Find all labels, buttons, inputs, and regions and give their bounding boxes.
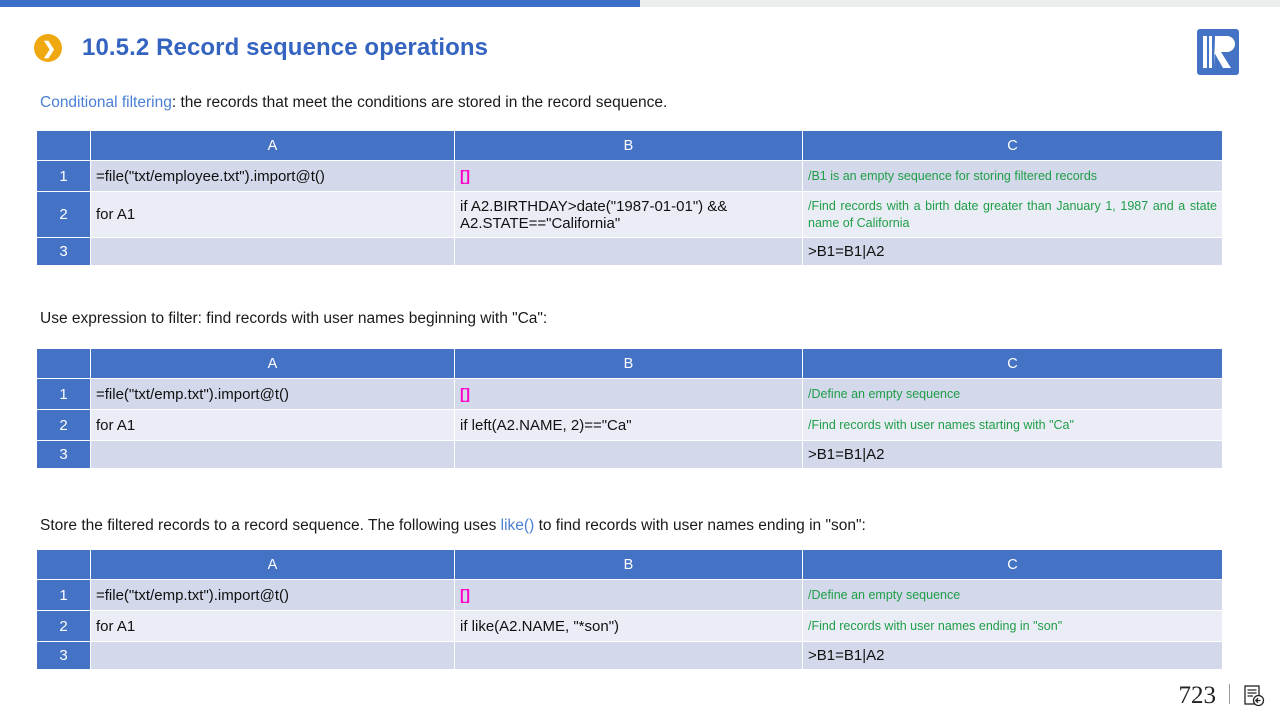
empty-sequence-literal: []: [460, 167, 470, 185]
table-header-row: A B C: [36, 549, 1223, 580]
table-header-row: A B C: [36, 348, 1223, 379]
cell-c1[interactable]: /Define an empty sequence: [802, 579, 1223, 611]
comment-text: /Find records with user names starting w…: [808, 417, 1074, 432]
row-number: 3: [36, 237, 91, 266]
table-header-row: A B C: [36, 130, 1223, 161]
footer-divider: [1229, 684, 1230, 704]
column-header-b: B: [454, 549, 803, 580]
cell-c1[interactable]: /B1 is an empty sequence for storing fil…: [802, 160, 1223, 192]
comment-text: /B1 is an empty sequence for storing fil…: [808, 168, 1098, 183]
chevron-right-icon: ❯: [34, 34, 62, 62]
table-row: 1 =file("txt/emp.txt").import@t() [] /De…: [36, 579, 1223, 611]
page-number: 723: [1178, 682, 1217, 709]
paragraph-like-filter: Store the filtered records to a record s…: [40, 517, 866, 535]
row-number: 2: [36, 191, 91, 238]
column-header-a: A: [90, 348, 455, 379]
cell-c3[interactable]: >B1=B1|A2: [802, 237, 1223, 266]
cell-c3[interactable]: >B1=B1|A2: [802, 440, 1223, 469]
column-header-a: A: [90, 130, 455, 161]
cell-c2[interactable]: /Find records with user names starting w…: [802, 409, 1223, 441]
table-conditional-filtering: A B C 1 =file("txt/employee.txt").import…: [36, 130, 1223, 266]
table-row: 2 for A1 if like(A2.NAME, "*son") /Find …: [36, 610, 1223, 642]
row-number: 2: [36, 610, 91, 642]
column-header-c: C: [802, 130, 1223, 161]
slide-header: ❯ 10.5.2 Record sequence operations: [34, 34, 488, 62]
cell-b2[interactable]: if A2.BIRTHDAY>date("1987-01-01") && A2.…: [454, 191, 803, 238]
company-logo-icon: [1196, 28, 1240, 76]
comment-text: /Find records with user names ending in …: [808, 618, 1063, 633]
cell-b1[interactable]: []: [454, 378, 803, 410]
cell-a3[interactable]: [90, 641, 455, 670]
table-expression-filter: A B C 1 =file("txt/emp.txt").import@t() …: [36, 348, 1223, 469]
column-header-corner: [36, 348, 91, 379]
column-header-a: A: [90, 549, 455, 580]
cell-a3[interactable]: [90, 440, 455, 469]
paragraph-expression-filter: Use expression to filter: find records w…: [40, 310, 548, 327]
cell-b2[interactable]: if like(A2.NAME, "*son"): [454, 610, 803, 642]
cell-b3[interactable]: [454, 641, 803, 670]
cell-a1[interactable]: =file("txt/employee.txt").import@t(): [90, 160, 455, 192]
cell-b3[interactable]: [454, 237, 803, 266]
paragraph-conditional-filtering: Conditional filtering: the records that …: [40, 94, 667, 112]
cell-b3[interactable]: [454, 440, 803, 469]
cell-a2[interactable]: for A1: [90, 191, 455, 238]
row-number: 1: [36, 378, 91, 410]
progress-bar-track: [0, 0, 1280, 7]
column-header-b: B: [454, 130, 803, 161]
comment-text: /Find records with a birth date greater …: [808, 198, 1217, 230]
paragraph-1-accent: Conditional filtering: [40, 94, 172, 111]
cell-a2[interactable]: for A1: [90, 610, 455, 642]
table-row: 3 >B1=B1|A2: [36, 237, 1223, 266]
table-row: 3 >B1=B1|A2: [36, 440, 1223, 469]
page-title: 10.5.2 Record sequence operations: [82, 34, 489, 61]
row-number: 2: [36, 409, 91, 441]
paragraph-1-rest: : the records that meet the conditions a…: [171, 94, 668, 111]
comment-text: /Define an empty sequence: [808, 587, 961, 602]
table-row: 2 for A1 if A2.BIRTHDAY>date("1987-01-01…: [36, 191, 1223, 238]
table-row: 3 >B1=B1|A2: [36, 641, 1223, 670]
comment-text: /Define an empty sequence: [808, 386, 961, 401]
cell-b1[interactable]: []: [454, 160, 803, 192]
cell-a1[interactable]: =file("txt/emp.txt").import@t(): [90, 579, 455, 611]
cell-c3[interactable]: >B1=B1|A2: [802, 641, 1223, 670]
table-row: 2 for A1 if left(A2.NAME, 2)=="Ca" /Find…: [36, 409, 1223, 441]
row-number: 1: [36, 579, 91, 611]
column-header-corner: [36, 130, 91, 161]
cell-c2[interactable]: /Find records with user names ending in …: [802, 610, 1223, 642]
progress-bar-fill: [0, 0, 640, 7]
row-number: 1: [36, 160, 91, 192]
column-header-corner: [36, 549, 91, 580]
empty-sequence-literal: []: [460, 586, 470, 604]
empty-sequence-literal: []: [460, 385, 470, 403]
cell-a2[interactable]: for A1: [90, 409, 455, 441]
column-header-b: B: [454, 348, 803, 379]
cell-b1[interactable]: []: [454, 579, 803, 611]
table-like-filter: A B C 1 =file("txt/emp.txt").import@t() …: [36, 549, 1223, 670]
row-number: 3: [36, 440, 91, 469]
paragraph-3-before: Store the filtered records to a record s…: [40, 517, 501, 534]
cell-c1[interactable]: /Define an empty sequence: [802, 378, 1223, 410]
document-back-icon[interactable]: [1242, 684, 1266, 708]
column-header-c: C: [802, 549, 1223, 580]
paragraph-3-after: to find records with user names ending i…: [534, 517, 866, 534]
cell-a3[interactable]: [90, 237, 455, 266]
cell-c2[interactable]: /Find records with a birth date greater …: [802, 191, 1223, 238]
row-number: 3: [36, 641, 91, 670]
cell-b2[interactable]: if left(A2.NAME, 2)=="Ca": [454, 409, 803, 441]
paragraph-3-accent: like(): [500, 517, 535, 534]
table-row: 1 =file("txt/employee.txt").import@t() […: [36, 160, 1223, 192]
column-header-c: C: [802, 348, 1223, 379]
cell-a1[interactable]: =file("txt/emp.txt").import@t(): [90, 378, 455, 410]
table-row: 1 =file("txt/emp.txt").import@t() [] /De…: [36, 378, 1223, 410]
